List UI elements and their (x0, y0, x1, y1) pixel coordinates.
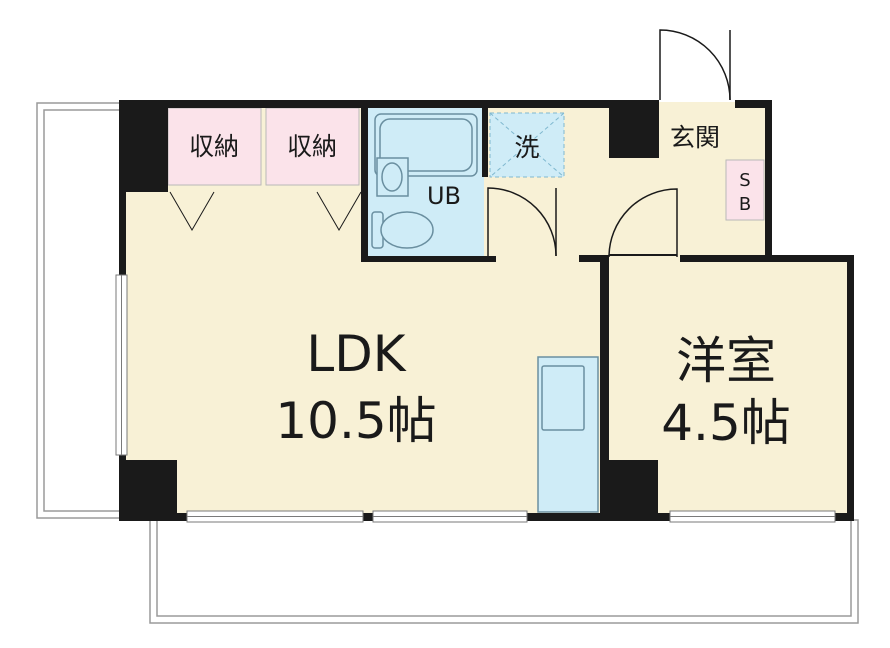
pillar-bottom-mid (600, 460, 658, 521)
floors (121, 102, 852, 520)
balcony-left-inner (43, 109, 122, 512)
bath-wall-right (482, 100, 488, 177)
bath-wall-left (361, 100, 368, 262)
ldk-name: LDK (306, 325, 406, 383)
shoe-box-label-line2: B (739, 194, 751, 215)
balcony-bottom (149, 519, 859, 624)
shoe-box-label-line1: S (739, 170, 750, 191)
western-door-swing (608, 188, 678, 258)
storage-left-label: 収納 (189, 132, 239, 161)
balcony-left (36, 102, 122, 519)
wall-top-right (735, 100, 772, 108)
wall-west-top-b (680, 255, 854, 262)
wall-right-upper (765, 100, 772, 260)
bath-door-swing (487, 187, 557, 257)
bath-wall-bottom (361, 256, 496, 262)
storage-right (265, 107, 360, 186)
storage-right-label: 収納 (287, 132, 337, 161)
entrance-label: 玄関 (670, 123, 720, 152)
wall-right (847, 255, 854, 521)
kitchen-counter (537, 356, 599, 513)
ldk-size: 10.5帖 (275, 392, 436, 450)
shoe-box (725, 159, 765, 221)
bath-fixtures (371, 113, 478, 249)
western-name: 洋室 (676, 332, 776, 390)
entrance-door-swing (659, 29, 731, 101)
pillar-top-left (119, 100, 168, 192)
laundry-pan (489, 112, 565, 178)
balcony-bottom-inner (156, 519, 852, 617)
windows (115, 274, 836, 523)
balconies (36, 102, 859, 624)
western-size: 4.5帖 (661, 394, 791, 452)
bath-label: UB (427, 182, 461, 210)
wall-top (119, 100, 659, 108)
wall-west-left (600, 255, 609, 521)
wall-west-top-a (579, 255, 609, 262)
closet-doors (169, 191, 362, 231)
pillar-entrance (609, 100, 659, 158)
pillar-bottom-left (119, 460, 177, 520)
laundry-label: 洗 (514, 133, 539, 162)
toilet-bowl (380, 211, 434, 249)
doors (487, 29, 731, 258)
